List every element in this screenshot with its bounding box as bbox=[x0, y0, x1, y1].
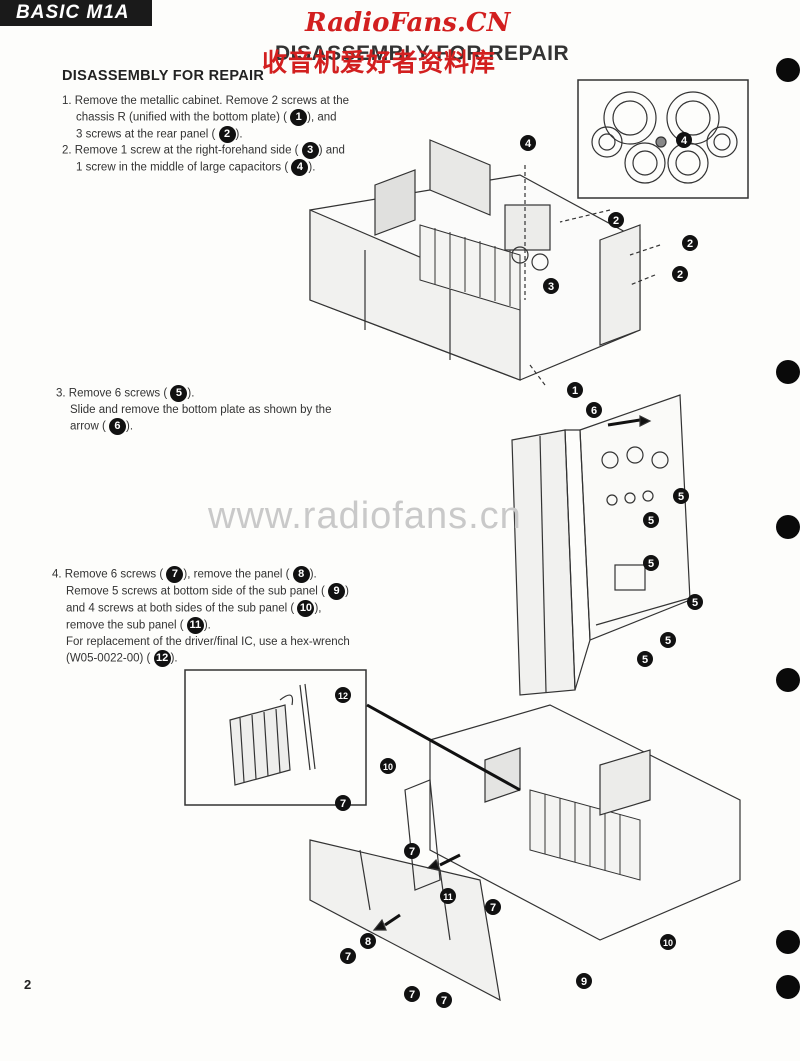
marker-7a: 7 bbox=[340, 798, 346, 810]
marker-5a: 5 bbox=[678, 491, 684, 503]
marker-4b: 4 bbox=[681, 135, 688, 147]
step-4-line-f: and 4 screws at both sides of the sub pa… bbox=[66, 602, 295, 615]
page-number: 2 bbox=[24, 977, 32, 992]
step-2-line-b: ) and bbox=[318, 144, 345, 157]
marker-6: 6 bbox=[591, 405, 597, 417]
marker-7e: 7 bbox=[409, 989, 415, 1001]
step-4-line-g: ), bbox=[314, 602, 322, 615]
binder-hole-2 bbox=[776, 360, 800, 384]
callout-7-badge: 7 bbox=[166, 566, 184, 583]
figure-1-chassis bbox=[309, 139, 661, 386]
step-1-line-b: chassis R (unified with the bottom plate… bbox=[76, 111, 287, 124]
figure-3-panel-removal bbox=[309, 703, 741, 1002]
marker-8: 8 bbox=[365, 936, 371, 948]
step-3: 3. Remove 6 screws ( 5). Slide and remov… bbox=[56, 385, 386, 435]
figure-capacitor-inset bbox=[577, 79, 749, 199]
binder-hole-4 bbox=[776, 668, 800, 692]
watermark-chinese: 收音机爱好者资料库 bbox=[262, 48, 497, 77]
callout-1-badge: 1 bbox=[290, 109, 308, 126]
header-tab: BASIC M1A bbox=[0, 0, 152, 26]
step-2-line-c: 1 screw in the middle of large capacitor… bbox=[76, 161, 289, 174]
callout-8-badge: 8 bbox=[292, 566, 310, 583]
callout-9-badge: 9 bbox=[328, 583, 346, 600]
callout-6-badge: 6 bbox=[108, 418, 126, 435]
callout-3-badge: 3 bbox=[301, 142, 319, 159]
step-1: 1. Remove the metallic cabinet. Remove 2… bbox=[62, 93, 384, 143]
step-3-line-b: ). bbox=[187, 387, 195, 400]
step-4-line-l: ). bbox=[170, 652, 178, 665]
marker-2c: 2 bbox=[677, 269, 683, 281]
marker-7f: 7 bbox=[441, 995, 447, 1007]
step-1-line-c: ), and bbox=[307, 111, 337, 124]
figure-2-upright-chassis bbox=[511, 394, 691, 696]
step-4: 4. Remove 6 screws ( 7), remove the pane… bbox=[52, 566, 382, 667]
binder-hole-1 bbox=[776, 58, 800, 82]
marker-5f: 5 bbox=[642, 654, 648, 666]
marker-5c: 5 bbox=[648, 558, 654, 570]
step-1-line-e: ). bbox=[235, 128, 243, 141]
marker-7d: 7 bbox=[345, 951, 351, 963]
overprint-title: DISASSEMBLY FOR REPAIR bbox=[275, 42, 570, 65]
step-3-line-e: ). bbox=[125, 420, 134, 433]
marker-2b: 2 bbox=[687, 238, 693, 250]
callout-5-badge: 5 bbox=[170, 385, 188, 402]
marker-7b: 7 bbox=[409, 846, 415, 858]
callout-11-badge: 11 bbox=[186, 617, 204, 634]
step-4-line-k: (W05-0022-00) ( bbox=[66, 652, 151, 665]
callout-2-badge: 2 bbox=[218, 126, 236, 143]
step-2-line-a: 2. Remove 1 screw at the right-forehand … bbox=[62, 144, 299, 157]
step-4-line-c: ). bbox=[309, 568, 317, 581]
marker-5b: 5 bbox=[648, 515, 654, 527]
binder-hole-5 bbox=[776, 930, 800, 954]
marker-5d: 5 bbox=[692, 597, 698, 609]
step-3-line-d: arrow ( bbox=[70, 420, 106, 433]
marker-10a: 10 bbox=[383, 762, 393, 772]
step-1-line-a: 1. Remove the metallic cabinet. Remove 2… bbox=[62, 95, 349, 107]
watermark-site: RadioFans.CN bbox=[305, 8, 511, 38]
step-2: 2. Remove 1 screw at the right-forehand … bbox=[62, 142, 384, 176]
marker-5e: 5 bbox=[665, 635, 671, 647]
callout-12-badge: 12 bbox=[153, 650, 171, 667]
section-title: DISASSEMBLY FOR REPAIR bbox=[62, 68, 265, 84]
marker-12: 12 bbox=[338, 691, 348, 701]
marker-3: 3 bbox=[548, 281, 554, 293]
step-4-line-d: Remove 5 screws at bottom side of the su… bbox=[66, 585, 325, 598]
step-4-line-j: For replacement of the driver/final IC, … bbox=[66, 636, 350, 648]
watermark-center: www.radiofans.cn bbox=[208, 495, 522, 537]
callout-4-badge: 4 bbox=[291, 159, 309, 176]
binder-hole-3 bbox=[776, 515, 800, 539]
step-4-line-h: remove the sub panel ( bbox=[66, 619, 184, 632]
marker-7c: 7 bbox=[490, 902, 496, 914]
callout-10-badge: 10 bbox=[297, 600, 315, 617]
step-4-line-i: ). bbox=[203, 619, 211, 632]
step-3-line-c: Slide and remove the bottom plate as sho… bbox=[70, 404, 332, 416]
step-4-line-a: 4. Remove 6 screws ( bbox=[52, 568, 164, 581]
step-1-line-d: 3 screws at the rear panel ( bbox=[76, 128, 216, 141]
marker-9: 9 bbox=[581, 976, 587, 988]
step-3-line-a: 3. Remove 6 screws ( bbox=[56, 387, 168, 400]
marker-2a: 2 bbox=[613, 215, 619, 227]
marker-11: 11 bbox=[443, 892, 453, 902]
binder-hole-6 bbox=[776, 975, 800, 999]
marker-4a: 4 bbox=[525, 138, 532, 150]
step-4-line-b: ), remove the panel ( bbox=[183, 568, 290, 581]
marker-10b: 10 bbox=[663, 938, 673, 948]
marker-1: 1 bbox=[572, 385, 578, 397]
callout-markers bbox=[335, 132, 703, 1008]
step-4-line-e: ) bbox=[345, 585, 349, 598]
step-2-line-d: ). bbox=[308, 161, 316, 174]
